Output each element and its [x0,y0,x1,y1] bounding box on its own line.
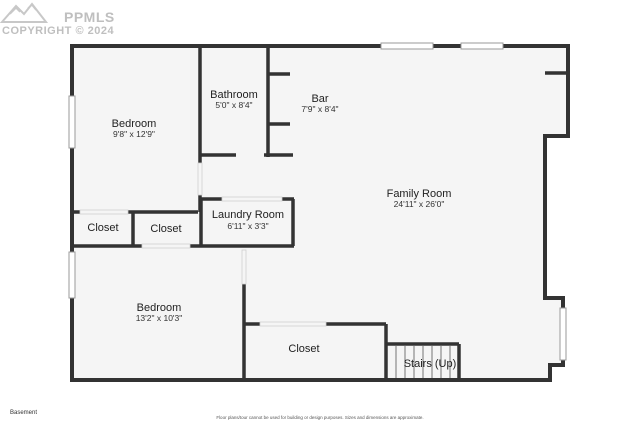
bedroom-top-name: Bedroom [112,118,157,130]
family-room-name: Family Room [387,188,452,200]
windows [68,42,567,361]
bedroom-bottom-dim: 13'2" x 10'3" [136,313,183,323]
bar-dim: 7'9" x 8'4" [301,104,338,114]
closet-mid-name: Closet [150,223,181,235]
stairs-treads [395,346,451,378]
bar-name: Bar [311,93,328,105]
laundry-name: Laundry Room [212,209,284,221]
bedroom-bottom-name: Bedroom [137,302,182,314]
room-labels: Bedroom 9'8" x 12'9" Bathroom 5'0" x 8'4… [87,89,456,370]
disclaimer: Floor plans/tour cannot be used for buil… [216,415,424,420]
watermark: PPMLS COPYRIGHT © 2024 [0,2,115,37]
exterior-walls [70,44,570,382]
mountain-logo-snow-icon [9,3,37,15]
stairs-name: Stairs (Up) [404,358,457,370]
closet-left-name: Closet [87,222,118,234]
family-room-dim: 24'11" x 26'0" [394,199,445,209]
floor-label: Basement [10,410,38,416]
laundry-dim: 6'11" x 3'3" [227,221,268,231]
bathroom-name: Bathroom [210,89,258,101]
watermark-brand: PPMLS [64,9,115,25]
floor-fill [72,46,568,380]
closet-bottom-name: Closet [288,343,319,355]
watermark-copyright: COPYRIGHT © 2024 [2,25,114,37]
mountain-logo-icon [0,2,49,23]
bathroom-dim: 5'0" x 8'4" [215,100,252,110]
door-openings [79,162,327,327]
bedroom-top-dim: 9'8" x 12'9" [113,129,155,139]
